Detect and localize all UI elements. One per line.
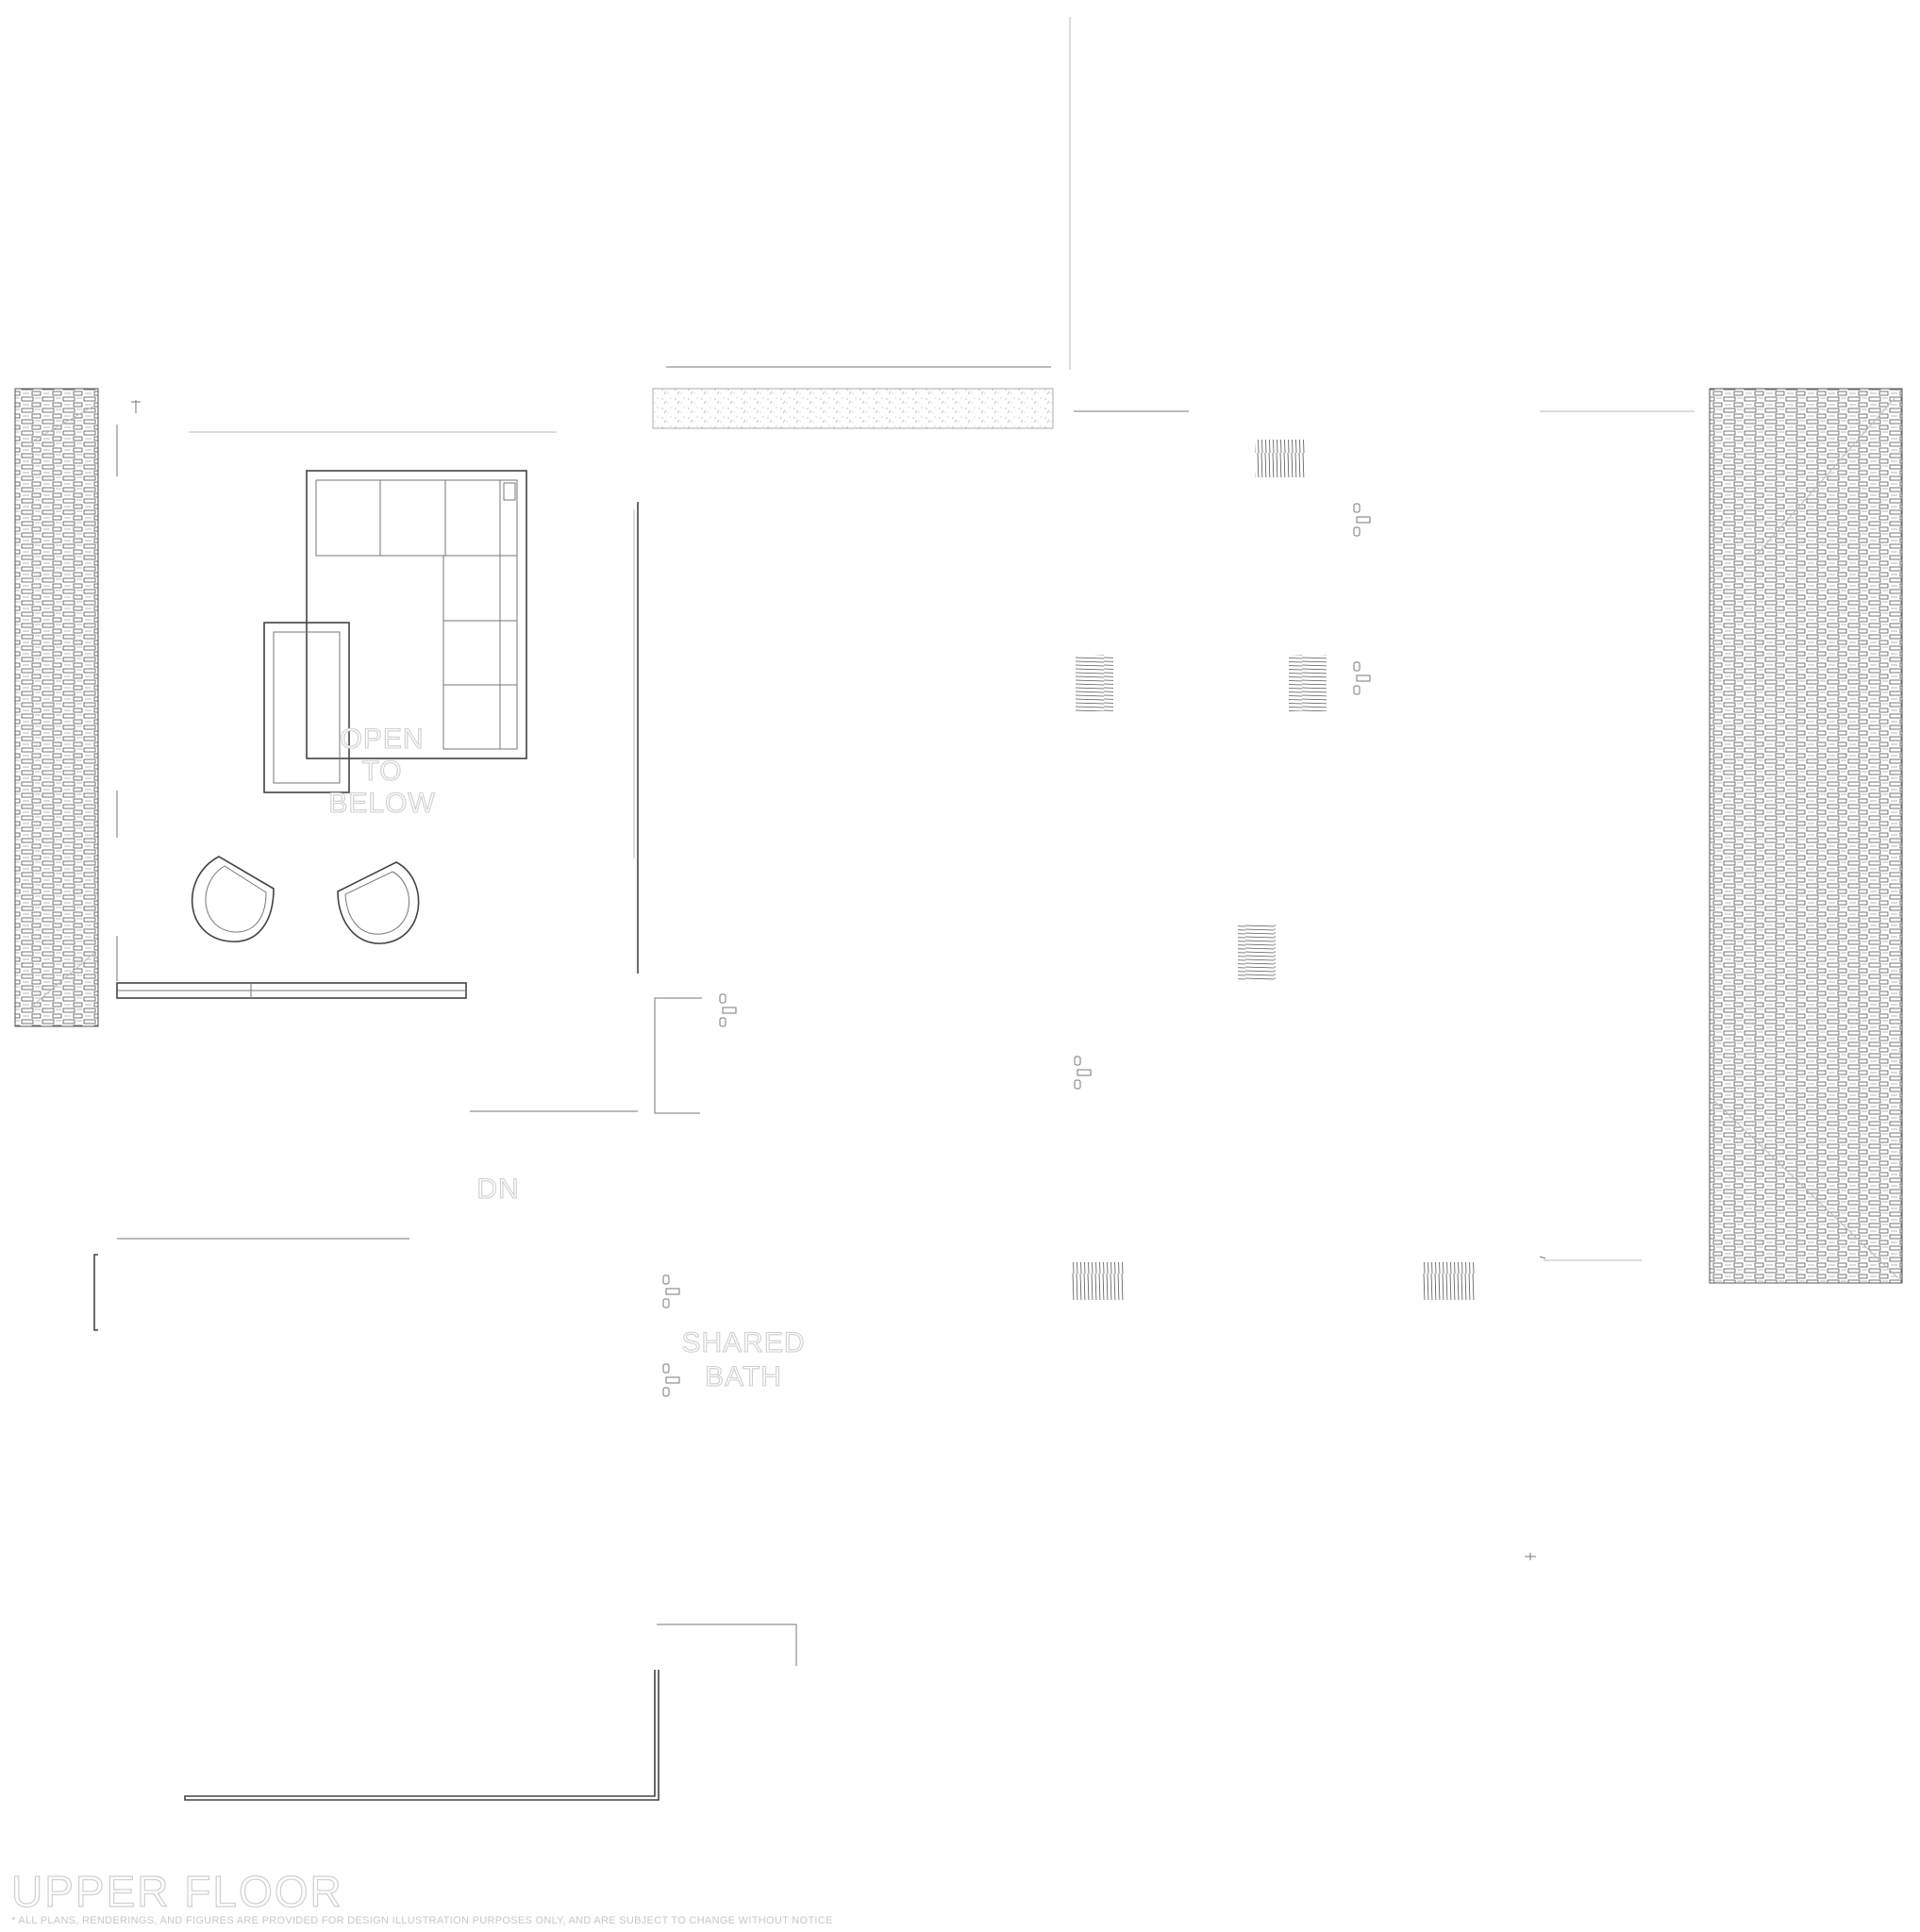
switch-group-4 (1074, 1056, 1092, 1090)
coffee-table (263, 622, 350, 793)
switch-group-2 (1353, 661, 1371, 695)
closet-hanging-rod-3 (1289, 655, 1327, 711)
switch-group-1 (1353, 503, 1371, 537)
railing (116, 982, 467, 999)
disclaimer-text: * ALL PLANS, RENDERINGS, AND FIGURES ARE… (11, 1915, 833, 1926)
left-stone-wall (14, 388, 99, 1027)
top-stone-band (652, 388, 1054, 429)
armchair-left (191, 856, 275, 942)
right-stone-wall (1709, 388, 1903, 1284)
closet-hanging-rod-1 (1255, 440, 1306, 477)
label-shared-bath-1: SHARED (681, 1327, 805, 1358)
label-open-to-below-1: OPEN (340, 724, 424, 755)
label-open-to-below-3: BELOW (328, 788, 435, 819)
sectional-sofa (306, 470, 527, 759)
armchair-right (337, 861, 420, 944)
label-stair-down: DN (476, 1174, 519, 1205)
label-shared-bath-2: BATH (705, 1361, 782, 1392)
closet-hanging-rod-2 (1076, 655, 1113, 711)
plan-title: UPPER FLOOR (10, 1866, 343, 1916)
closet-hanging-rod-4 (1238, 924, 1276, 981)
switch-group-6 (662, 1363, 680, 1397)
switch-group-3 (719, 993, 737, 1027)
closet-hanging-rod-6 (1423, 1262, 1476, 1300)
switch-group-5 (662, 1274, 680, 1308)
closet-hanging-rod-5 (1072, 1262, 1125, 1300)
label-open-to-below-2: TO (361, 756, 402, 787)
